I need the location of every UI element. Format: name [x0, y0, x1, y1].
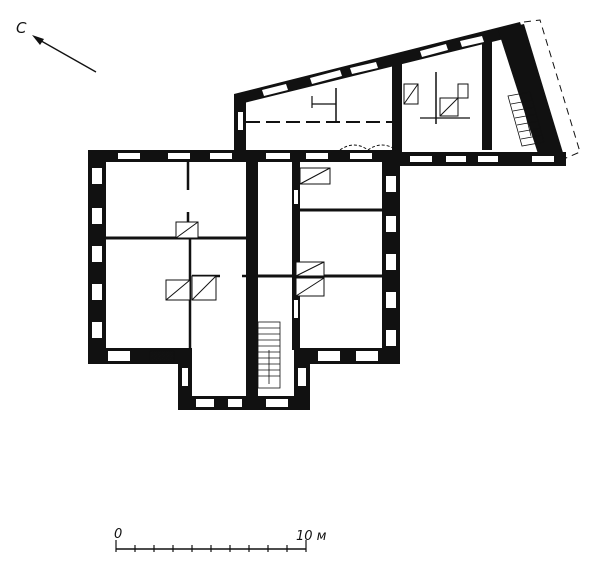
- scale-bar-start-label: 0: [114, 527, 122, 542]
- scale-bar-end-label: 10 м: [296, 529, 327, 544]
- annex-staircase: [507, 91, 545, 147]
- north-arrow-label: С: [16, 19, 27, 37]
- main-staircase: [257, 321, 281, 389]
- annex-dashed-outline: [523, 19, 581, 159]
- main-bottom-windows: [108, 350, 378, 407]
- north-arrow-shaft: [35, 37, 97, 73]
- scale-bar-ticks: [115, 540, 307, 552]
- annex-interior: [246, 72, 470, 151]
- north-arrow-head: [32, 35, 44, 45]
- scale-bar: 0 10 м: [114, 527, 327, 552]
- main-left-windows: [92, 168, 102, 338]
- main-right-windows: [386, 176, 396, 346]
- main-block-walls: [88, 150, 400, 410]
- north-arrow: С: [16, 19, 97, 73]
- annex-windows: [238, 36, 554, 162]
- main-interior-partitions: [106, 162, 382, 348]
- stoves: [165, 167, 331, 301]
- passage-opening: [266, 153, 290, 159]
- annex-walls: [234, 22, 566, 166]
